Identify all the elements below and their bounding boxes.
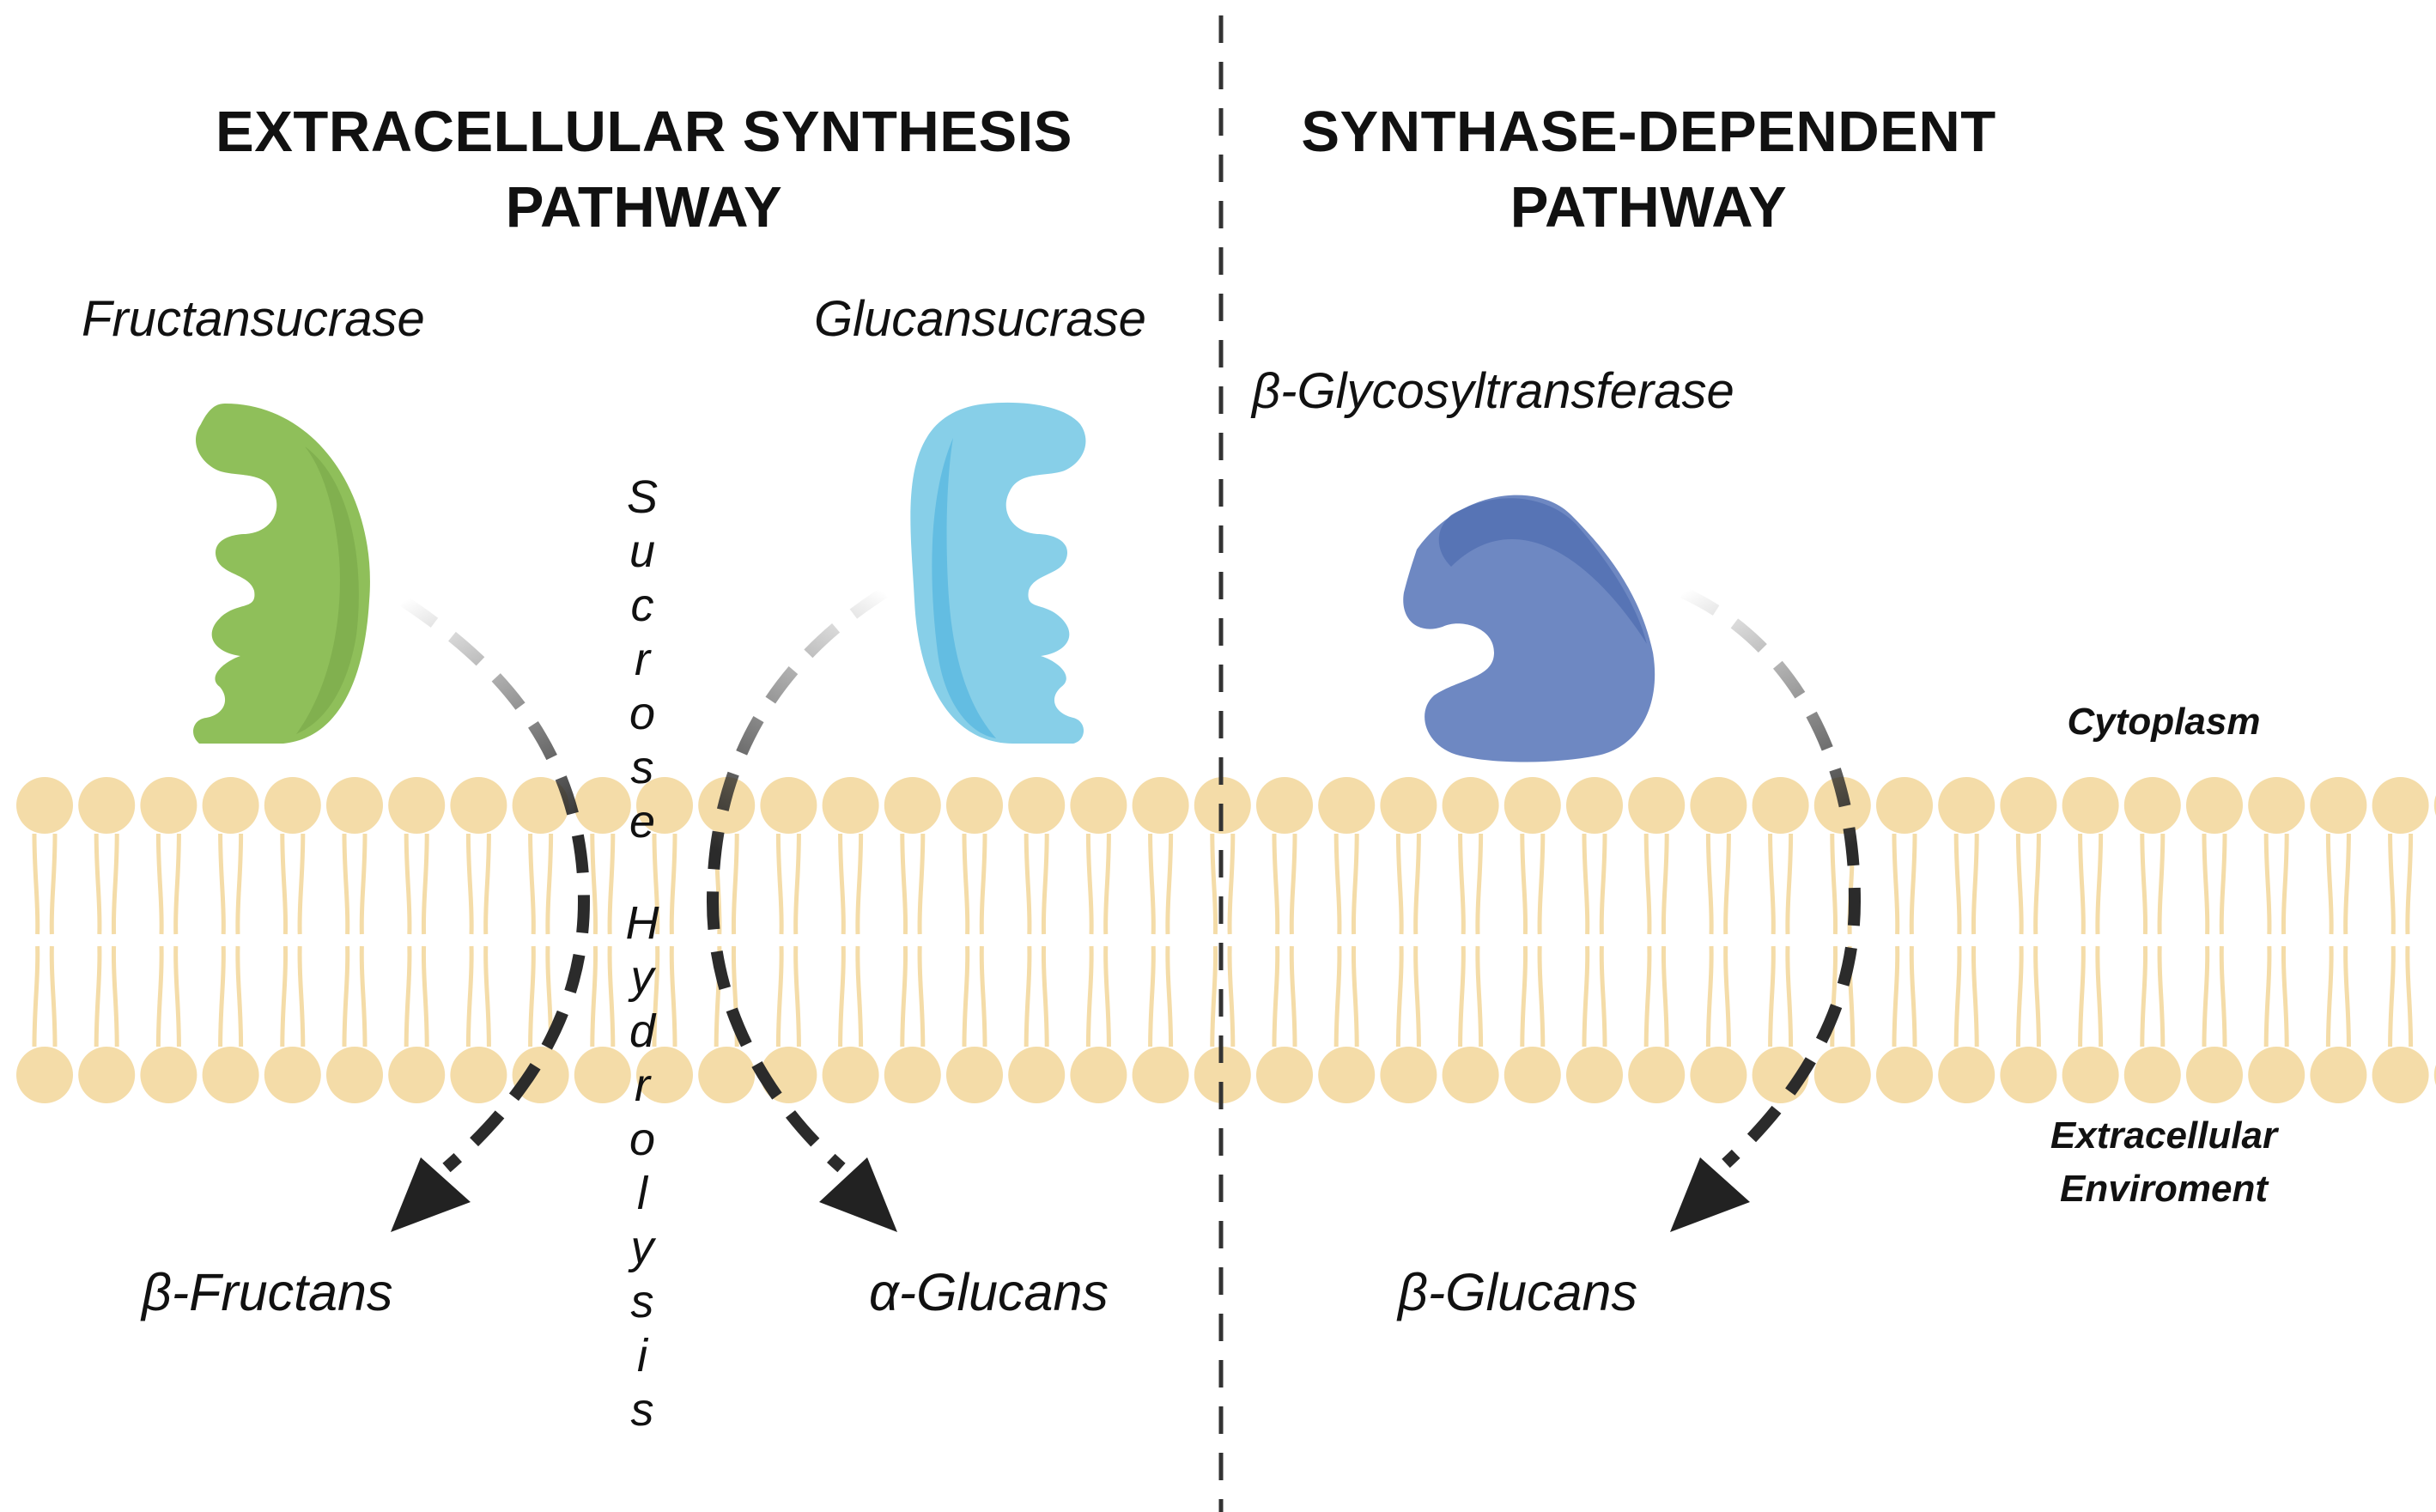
- alpha-glucans-label: α-Glucans: [869, 1263, 1109, 1321]
- fructansucrase-enzyme-icon: [193, 404, 370, 744]
- right-title-line1: SYNTHASE-DEPENDENT: [1301, 100, 1996, 164]
- glucansucrase-enzyme-icon: [910, 402, 1086, 744]
- left-title-line2: PATHWAY: [505, 175, 783, 240]
- left-title-line1: EXTRACELLULAR SYNTHESIS: [216, 100, 1072, 164]
- extracellular-line2: Enviroment: [2059, 1168, 2269, 1210]
- fructansucrase-label: Fructansucrase: [82, 291, 425, 347]
- beta-fructans-label: β-Fructans: [142, 1263, 393, 1321]
- right-title-line2: PATHWAY: [1510, 175, 1788, 240]
- lipid-bilayer-membrane: [16, 777, 2436, 1103]
- right-pathway-title: SYNTHASE-DEPENDENT PATHWAY: [1236, 94, 2061, 246]
- extracellular-line1: Extracellular: [2050, 1114, 2278, 1157]
- arrow-glucansucrase-to-alpha-glucans: [706, 587, 897, 1232]
- cytoplasm-label: Cytoplasm: [2067, 701, 2261, 743]
- glycosyltransferase-label: β-Glycosyltransferase: [1252, 363, 1734, 419]
- left-pathway-title: EXTRACELLULAR SYNTHESIS PATHWAY: [129, 94, 1159, 246]
- arrow-fructansucrase-to-fructans: [391, 596, 591, 1232]
- beta-glucans-label: β-Glucans: [1398, 1263, 1637, 1321]
- glucansucrase-label: Glucansucrase: [814, 291, 1146, 347]
- arrow-glycosyltransferase-to-beta-glucans: [1670, 586, 1862, 1232]
- extracellular-environment-label: Extracellular Enviroment: [2001, 1109, 2327, 1216]
- glycosyltransferase-enzyme-icon: [1403, 495, 1655, 762]
